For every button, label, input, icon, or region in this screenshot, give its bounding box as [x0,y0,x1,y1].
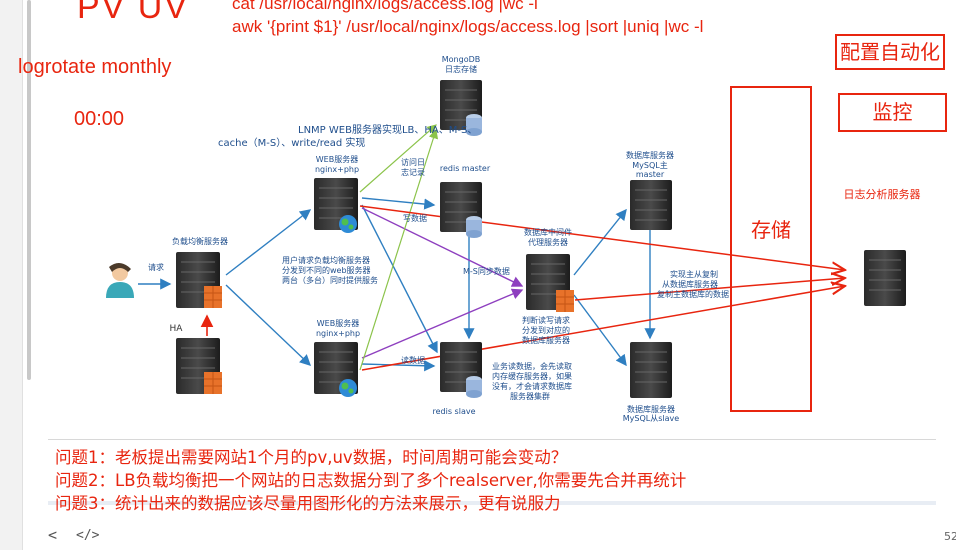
highlight-band [48,501,936,505]
scrollbar-thumb[interactable] [27,0,31,380]
page-title: PV UV [77,0,190,26]
monitor-box: 监控 [838,93,947,132]
web-server-1 [314,178,358,233]
question-2: 问题2：LB负载均衡把一个网站的日志数据分到了多个realserver,你需要先… [55,471,687,490]
biz-desc-line4: 服务器集群 [510,391,550,401]
ha-label: HA [170,324,184,334]
middleware-label-1: 数据库中间件 [524,227,572,237]
db-master-label-1: 数据库服务器 [626,150,674,160]
mongodb-server [440,80,482,136]
rw-desc-line1: 判断读写请求 [522,315,570,325]
log-analysis-server [864,250,906,306]
read-data-label: 读数据 [401,355,425,365]
storage-box [730,86,812,412]
access-log-label-1: 访问日 [401,157,425,167]
access-log-label-2: 志记录 [401,167,425,177]
mysql-slave-server [630,342,672,398]
repl-desc-line3: 复制主数据库的数据 [657,289,729,299]
db-slave-label-2: MySQL从slave [623,414,679,423]
connection-lines [138,124,845,372]
redis-slave-server [440,342,482,398]
question-3: 问题3：统计出来的数据应该尽量用图形化的方法来展示，更有说服力 [55,494,561,513]
write-data-label: 写数据 [403,213,427,223]
redis-master-server [440,182,482,238]
request-label: 请求 [148,262,164,272]
user-desc-line1: 用户请求负载均衡服务器 [282,255,370,265]
repl-desc-line2: 从数据库服务器 [662,279,718,289]
storage-label: 存储 [751,218,791,242]
mongodb-label-1: MongoDB [442,55,481,64]
db-master-label-3: master [636,170,665,179]
web2-label-1: WEB服务器 [317,318,359,328]
lb-label: 负载均衡服务器 [172,236,228,246]
divider-line [48,439,936,440]
config-automation-box: 配置自动化 [835,34,945,70]
user-desc-line3: 两台（多台）同时提供服务 [282,275,378,285]
biz-desc-line3: 没有，才会请求数据库 [492,381,572,391]
web-server-2 [314,342,358,397]
command-line-1: cat /usr/local/nginx/logs/access.log |wc… [232,0,538,13]
redis-master-label: redis master [440,164,491,173]
db-master-label-2: MySQL主 [632,160,667,170]
page-number: 52 [944,530,956,543]
web1-label-1: WEB服务器 [316,154,358,164]
user-icon [106,262,134,298]
time-note: 00:00 [74,108,125,130]
ms-sync-label: M-S同步数据 [463,266,510,276]
web1-label-2: nginx+php [315,165,359,174]
rw-desc-line2: 分发到对应的 [522,325,570,335]
code-view-button[interactable]: </> [76,528,100,543]
ha-backup-server [176,338,222,394]
user-desc-line2: 分发到不同的web服务器 [282,265,371,275]
log-server-label: 日志分析服务器 [844,187,921,201]
diagram-title-line1: LNMP WEB服务器实现LB、HA、M-S、 [298,123,477,136]
rw-desc-line3: 数据库服务器 [522,335,570,345]
mongodb-label-2: 日志存储 [445,64,477,74]
biz-desc-line1: 业务读数据，会先读取 [492,361,572,371]
question-1: 问题1：老板提出需要网站1个月的pv,uv数据，时间周期可能会变动？ [55,448,568,467]
left-sidebar [0,0,23,550]
biz-desc-line2: 内存缓存服务器，如果 [492,371,572,381]
mysql-master-server [630,180,672,230]
db-middleware-server [526,254,574,312]
redis-slave-label: redis slave [433,407,476,416]
logrotate-note: logrotate monthly [18,56,172,78]
web2-label-2: nginx+php [316,329,360,338]
load-balancer-server [176,252,222,308]
prev-button[interactable]: < [48,526,58,544]
middleware-label-2: 代理服务器 [528,237,568,247]
repl-desc-line1: 实现主从复制 [670,269,718,279]
command-line-2: awk '{print $1}' /usr/local/nginx/logs/a… [232,17,704,36]
db-slave-label-1: 数据库服务器 [627,404,675,414]
diagram-title-line2: cache（M-S）、write/read 实现 [218,136,365,149]
